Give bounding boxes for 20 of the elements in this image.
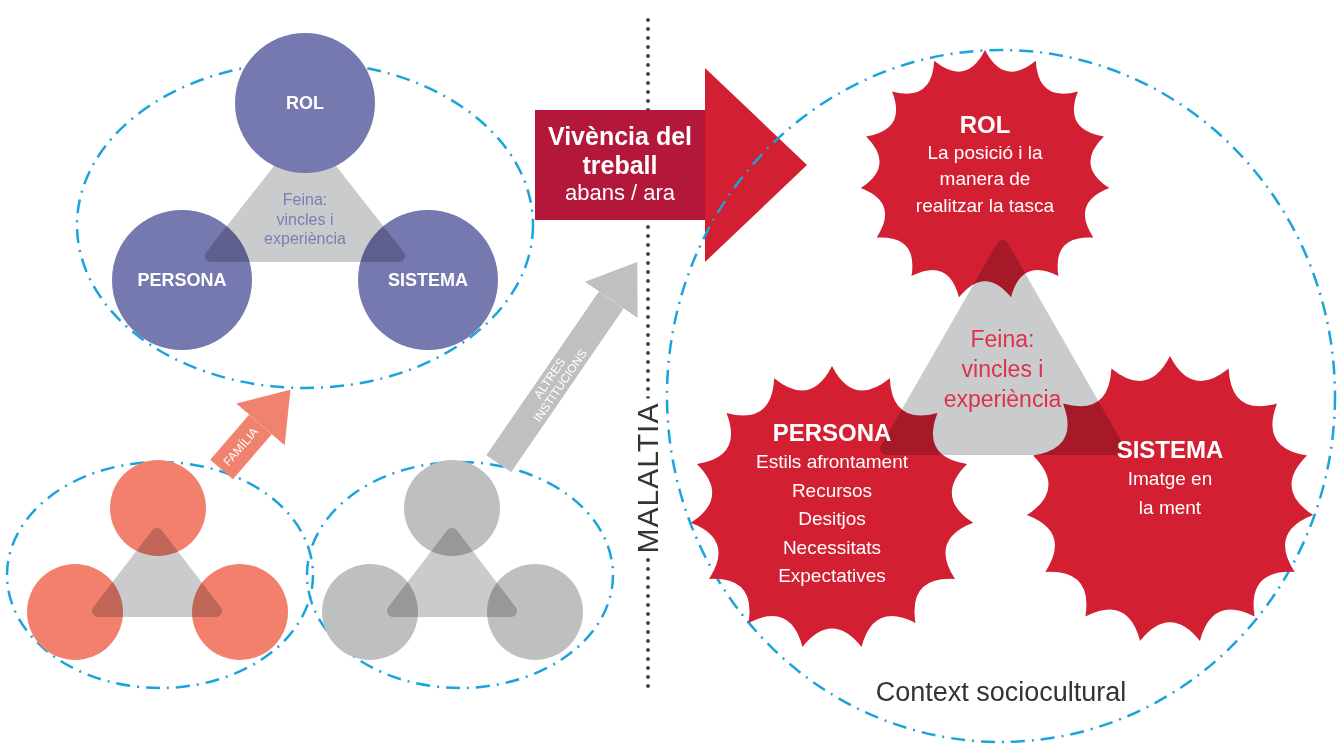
- node-label: Feina: vincles i experiència: [263, 190, 347, 248]
- node-text: Imatge en la ment: [1126, 467, 1214, 520]
- node-text: Estils afrontament: [755, 450, 909, 475]
- arrow-text: abans / ara: [564, 179, 676, 208]
- node-text: Expectatives: [778, 564, 886, 589]
- node-label: ROL: [286, 91, 324, 115]
- node-label: PERSONA: [772, 418, 892, 449]
- node-label: SISTEMA: [388, 268, 468, 292]
- block-arrow: [486, 262, 638, 473]
- node-text: La posició i la manera de realitzar la tasca: [914, 140, 1056, 218]
- node-label: ROL: [959, 110, 1011, 140]
- node-text: Necessitats: [782, 535, 882, 560]
- node-label: Feina: vincles i experiència: [942, 325, 1063, 415]
- node-label: SISTEMA: [1116, 435, 1224, 465]
- arrow-text: Vivència del treball: [546, 121, 694, 180]
- node-label: Context sociocultural: [875, 675, 1127, 709]
- node-text: Desitjos: [798, 507, 866, 532]
- node-text: Recursos: [791, 478, 873, 503]
- node-label: PERSONA: [137, 268, 227, 292]
- block-arrow: [210, 389, 291, 480]
